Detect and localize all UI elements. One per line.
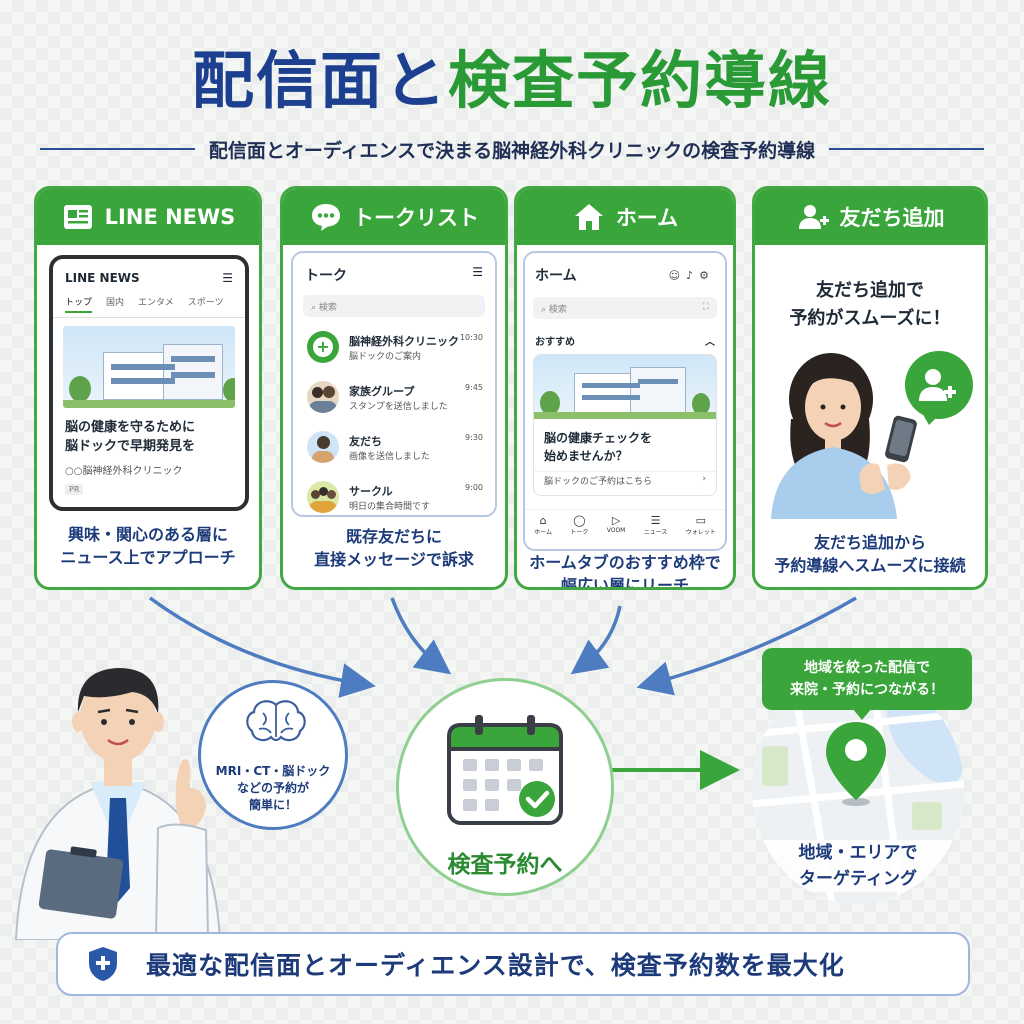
sort-icon[interactable]: ☰ — [472, 265, 483, 279]
brain-icon — [246, 700, 306, 742]
gear-icon[interactable]: ⚙ — [699, 268, 715, 282]
news-phone: LINE NEWS ☰ トップ 国内 エンタメ スポーツ 脳の健康を守るために … — [49, 255, 249, 511]
subtitle-rule-right — [829, 148, 985, 150]
talk-row-family[interactable]: 家族グループ スタンプを送信しました 9:45 — [301, 373, 487, 423]
home-icon — [574, 204, 603, 230]
map-speech-bubble: 地域を絞った配信で 来院・予約につながる！ — [762, 648, 972, 720]
news-headline[interactable]: 脳の健康を守るために 脳ドックで早期発見を — [65, 420, 196, 454]
bottom-summary-bar: 最適な配信面とオーディエンス設計で、検査予約数を最大化 — [56, 932, 970, 996]
bubble-tail — [852, 708, 872, 720]
card-header-label: トークリスト — [353, 206, 479, 230]
card-talk-list: トークリスト トーク ☰ ⌕ 検索 + 脳神経外科クリニック 脳ドックのご案内 … — [280, 186, 508, 590]
tab-top[interactable]: トップ — [65, 295, 93, 313]
profile-icon[interactable]: ☺ — [668, 268, 687, 282]
card-header-talk: トークリスト — [283, 189, 505, 245]
woman-with-phone-illustration — [771, 351, 973, 519]
chevron-right-icon: › — [702, 474, 706, 484]
recommend-card[interactable]: 脳の健康チェックを 始めませんか？ 脳ドックのご予約はこちら › — [533, 354, 717, 496]
card-home: ホーム ホーム ☺♪⚙ ⌕ 検索 ⛶ おすすめ ︿ — [514, 186, 736, 590]
scan-icon[interactable]: ⛶ — [702, 302, 709, 312]
card-line-news: LINE NEWS LINE NEWS ☰ トップ 国内 エンタメ スポーツ 脳… — [34, 186, 262, 590]
chat-bubble-icon — [312, 204, 340, 231]
home-app-title: ホーム — [535, 268, 577, 284]
tab-domestic[interactable]: 国内 — [106, 298, 125, 308]
add-friend-icon — [798, 205, 829, 229]
card-header-friend: 友だち追加 — [755, 189, 985, 245]
card-caption-talk: 既存友だちに 直接メッセージで訴求 — [314, 527, 474, 569]
clinic-avatar: + — [307, 331, 339, 363]
title-part-1: 配信面と — [191, 44, 448, 117]
arrow-news — [148, 596, 376, 698]
home-phone: ホーム ☺♪⚙ ⌕ 検索 ⛶ おすすめ ︿ 脳 — [523, 251, 727, 551]
arrow-talk — [390, 597, 452, 675]
arrow-home — [570, 605, 622, 675]
news-source: ○○脳神経外科クリニック — [65, 466, 183, 477]
family-avatar — [307, 381, 339, 413]
news-list-icon: ☰ — [650, 514, 661, 527]
news-app-title: LINE NEWS — [65, 271, 140, 285]
promo-link[interactable]: 脳ドックのご予約はこちら › — [534, 471, 716, 495]
doctor-illustration — [14, 668, 222, 940]
tab-entertainment[interactable]: エンタメ — [138, 298, 174, 308]
page-title: 配信面と検査予約導線 — [0, 30, 1024, 120]
subtitle: 配信面とオーディエンスで決まる脳神経外科クリニックの検査予約導線 — [208, 139, 816, 162]
exam-booking-circle[interactable]: 検査予約へ — [396, 678, 614, 896]
talk-row-circle[interactable]: サークル 明日の集合時間です 9:00 — [301, 473, 487, 515]
calendar-check-icon — [447, 715, 563, 825]
card-header-label: 友だち追加 — [839, 206, 945, 230]
play-icon: ▷ — [611, 514, 621, 527]
news-icon — [63, 205, 92, 229]
subtitle-rule-left — [40, 148, 195, 150]
arrow-friend — [636, 596, 857, 696]
tab-sports[interactable]: スポーツ — [187, 298, 224, 308]
talk-app-title: トーク — [305, 268, 347, 284]
friend-avatar — [307, 431, 339, 463]
shield-plus-icon — [89, 947, 117, 981]
title-part-2: 検査予約導線 — [448, 44, 833, 117]
bottom-nav: ⌂ホーム ◯トーク ▷VOOM ☰ニュース ▭ウォレット — [525, 509, 725, 536]
nav-talk[interactable]: ◯トーク — [570, 514, 589, 536]
talk-row-friend[interactable]: 友だち 画像を送信しました 9:30 — [301, 423, 487, 473]
clinic-building-image — [534, 355, 716, 419]
menu-icon[interactable]: ☰ — [222, 271, 233, 285]
nav-wallet[interactable]: ▭ウォレット — [685, 514, 716, 536]
bell-icon[interactable]: ♪ — [686, 268, 700, 282]
exam-booking-label: 検査予約へ — [447, 852, 563, 878]
recommend-section-title: おすすめ — [535, 337, 575, 348]
search-icon: ⌕ — [541, 305, 547, 315]
home-search-input[interactable]: ⌕ 検索 ⛶ — [533, 297, 717, 319]
plus-icon: + — [313, 337, 333, 357]
card-caption-friend: 友だち追加から 予約導線へスムーズに接続 — [774, 533, 966, 575]
card-add-friend: 友だち追加 友だち追加で 予約がスムーズに！ 友だち追加から 予約導線へスムーズ… — [752, 186, 988, 590]
circle-avatar — [307, 481, 339, 513]
talk-row-clinic[interactable]: + 脳神経外科クリニック 脳ドックのご案内 10:30 — [301, 323, 487, 373]
nav-home[interactable]: ⌂ホーム — [534, 514, 552, 536]
subtitle-row: 配信面とオーディエンスで決まる脳神経外科クリニックの検査予約導線 — [40, 134, 985, 164]
card-header-label: LINE NEWS — [104, 205, 236, 229]
talk-search-input[interactable]: ⌕ 検索 — [303, 295, 485, 317]
card-header-label: ホーム — [615, 206, 679, 230]
chat-icon: ◯ — [573, 514, 586, 527]
nav-news[interactable]: ☰ニュース — [643, 514, 668, 536]
friend-headline: 友だち追加で 予約がスムーズに！ — [789, 280, 951, 329]
search-icon: ⌕ — [311, 303, 317, 313]
card-header-news: LINE NEWS — [37, 189, 259, 245]
card-caption-news: 興味・関心のある層に ニュース上でアプローチ — [60, 525, 236, 567]
map-label: 地域・エリアで ターゲティング — [752, 840, 964, 892]
home-icon: ⌂ — [539, 514, 547, 527]
news-tabs: トップ 国内 エンタメ スポーツ — [53, 285, 245, 318]
wallet-icon: ▭ — [695, 514, 706, 527]
chevron-up-icon[interactable]: ︿ — [705, 337, 715, 348]
pr-badge: PR — [65, 484, 84, 495]
bottom-summary-text: 最適な配信面とオーディエンス設計で、検査予約数を最大化 — [146, 951, 845, 980]
doctor-speech-bubble: MRI・CT・脳ドック などの予約が 簡単に！ — [198, 680, 348, 830]
card-header-home: ホーム — [517, 189, 733, 245]
map-pin-icon — [826, 722, 886, 806]
clinic-building-image — [63, 326, 235, 408]
card-caption-home: ホームタブのおすすめ枠で 幅広い層にリーチ — [529, 553, 721, 590]
nav-voom[interactable]: ▷VOOM — [606, 514, 626, 534]
talk-phone: トーク ☰ ⌕ 検索 + 脳神経外科クリニック 脳ドックのご案内 10:30 家… — [291, 251, 497, 517]
